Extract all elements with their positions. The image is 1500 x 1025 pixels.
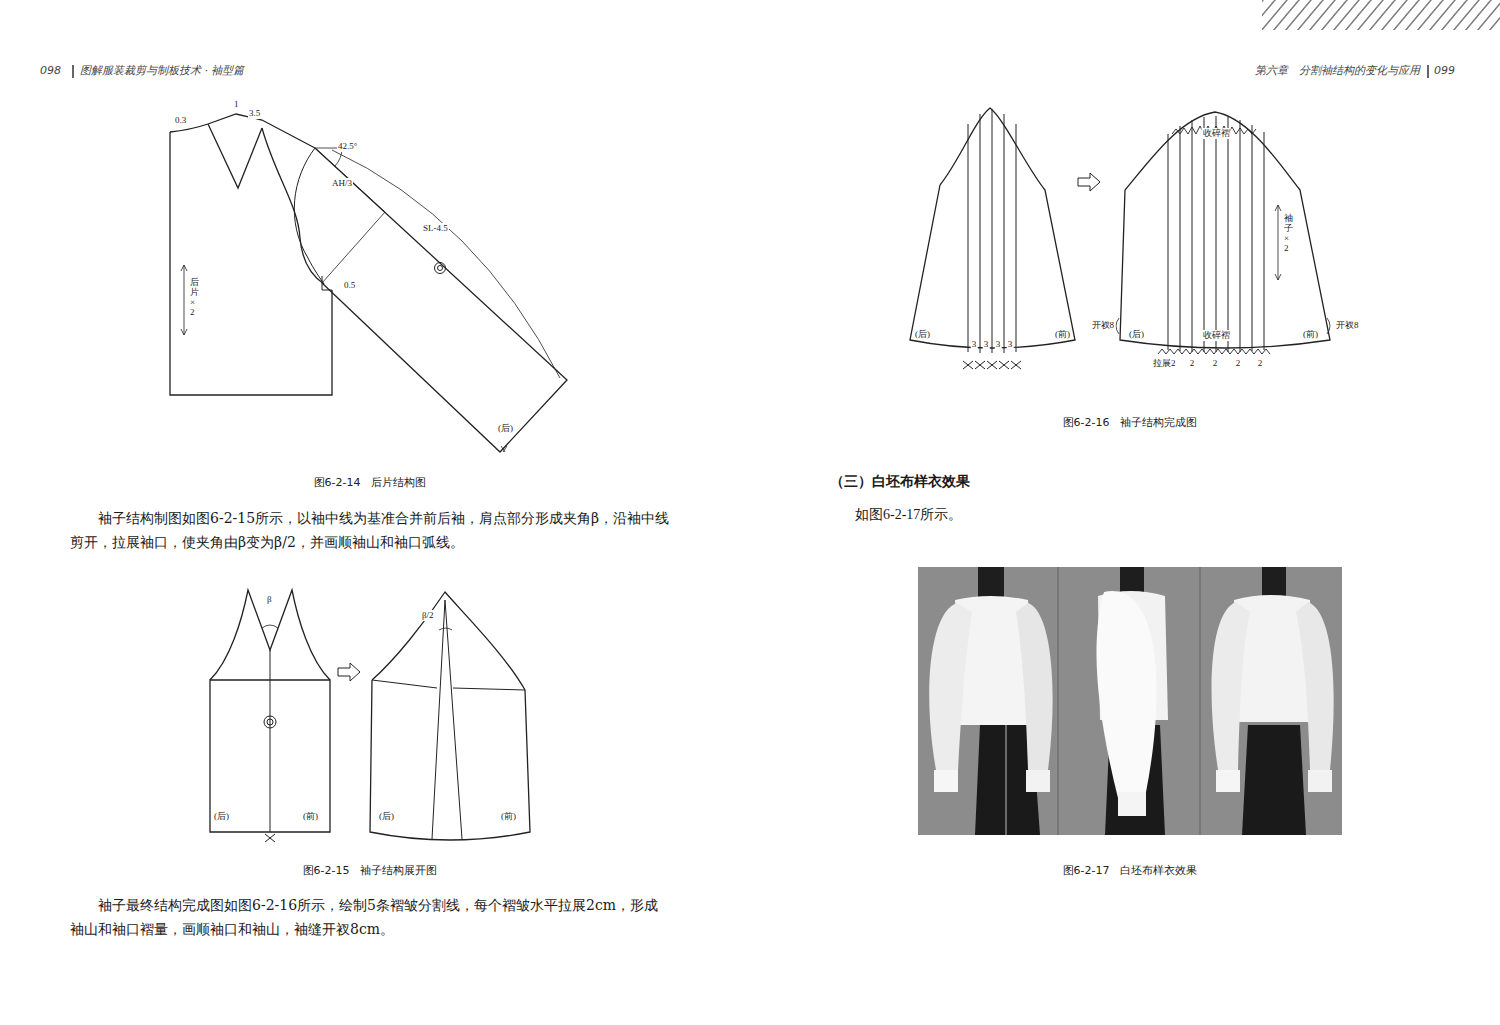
dimension-label: 2 xyxy=(1257,358,1264,369)
part-label: (后) xyxy=(1128,329,1145,340)
dimension-label: 2 xyxy=(1235,358,1242,369)
note-label: 收碎褶 xyxy=(1202,128,1231,139)
sleeve-final-draft xyxy=(910,108,1330,369)
dimension-label: 0.5 xyxy=(343,280,356,291)
body-paragraph: 袖子结构制图如图6-2-15所示，以袖中线为基准合并前后袖，肩点部分形成夹角β，… xyxy=(70,506,670,554)
dimension-label: 2 xyxy=(1189,358,1196,369)
sleeve-spread-draft xyxy=(210,590,530,842)
dimension-label: 3 xyxy=(971,339,978,350)
dimension-label: 2 xyxy=(1212,358,1219,369)
page-number: 098 xyxy=(40,64,61,77)
note-label: 收碎褶 xyxy=(1202,330,1231,341)
dimension-label: 拉展2 xyxy=(1152,358,1177,369)
dimension-label: 3 xyxy=(1007,339,1014,350)
part-label: (后) xyxy=(497,423,514,434)
part-label: (前) xyxy=(1054,329,1071,340)
dimension-label: 开衩8 xyxy=(1335,320,1360,331)
part-label: (前) xyxy=(500,811,517,822)
dimension-label: 1 xyxy=(233,99,240,110)
angle-label: 42.5° xyxy=(337,141,358,152)
part-label: (前) xyxy=(1302,329,1319,340)
dimension-label: AH/3 xyxy=(331,178,353,189)
running-head: 第六章 分割袖结构的变化与应用 xyxy=(1255,64,1420,77)
figure-caption: 图6-2-17 白坯布样衣效果 xyxy=(1063,864,1198,877)
stripe-band xyxy=(1262,0,1500,30)
piece-count-label: 后片×2 xyxy=(189,278,200,318)
body-paragraph: 袖子最终结构完成图如图6-2-16所示，绘制5条褶皱分割线，每个褶皱水平拉展2c… xyxy=(70,893,670,941)
figure-caption: 图6-2-14 后片结构图 xyxy=(314,476,427,489)
running-head: 图解服装裁剪与制板技术 · 袖型篇 xyxy=(80,64,245,77)
header-bar xyxy=(1427,65,1429,78)
dimension-label: 3 xyxy=(995,339,1002,350)
figure-caption: 图6-2-15 袖子结构展开图 xyxy=(303,864,438,877)
sample-garment-photo xyxy=(918,567,1342,835)
piece-count-label: 袖子×2 xyxy=(1283,214,1294,254)
section-heading: （三）白坯布样衣效果 xyxy=(830,473,970,490)
part-label: (后) xyxy=(213,811,230,822)
angle-label: β/2 xyxy=(421,610,435,621)
header-bar xyxy=(72,65,74,78)
angle-label: β xyxy=(266,594,273,605)
part-label: (后) xyxy=(914,329,931,340)
back-piece-draft xyxy=(170,114,567,452)
dimension-label: 3.5 xyxy=(248,108,261,119)
dimension-label: SL-4.5 xyxy=(422,223,449,234)
part-label: (前) xyxy=(302,811,319,822)
body-paragraph: 如图6-2-17所示。 xyxy=(855,507,962,524)
part-label: (后) xyxy=(378,811,395,822)
page-number: 099 xyxy=(1434,64,1455,77)
dimension-label: 0.3 xyxy=(174,115,187,126)
dimension-label: 3 xyxy=(983,339,990,350)
dimension-label: 开衩8 xyxy=(1091,320,1116,331)
figure-caption: 图6-2-16 袖子结构完成图 xyxy=(1063,416,1198,429)
